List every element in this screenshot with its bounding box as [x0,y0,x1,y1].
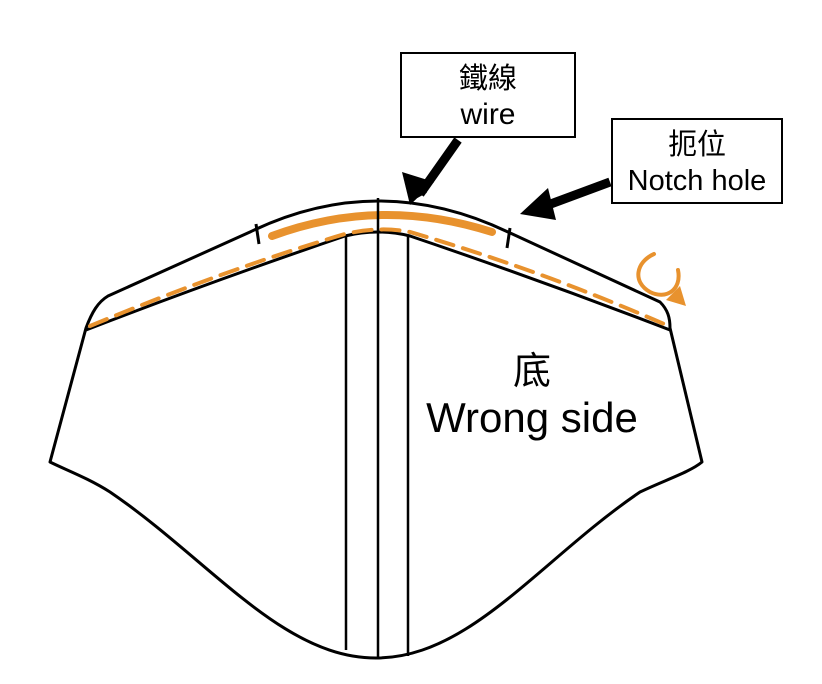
wire-callout: 鐵線 wire [400,52,576,138]
stitch-line [88,227,666,328]
notch-pointer-arrow [546,177,612,210]
wrong-side-label-en: Wrong side [426,394,638,441]
mask-outline [48,199,704,660]
wire-strip [268,211,496,240]
wire-label-cn: 鐵線 [458,61,517,95]
notch-mark-left [254,223,261,245]
wrong-side-label: 底 Wrong side [412,348,652,442]
curved-arrow-icon [636,252,681,297]
curved-arrow-head [666,286,686,306]
wire-pointer-head [402,172,434,205]
wire-label-en: wire [460,98,516,131]
notch-callout: 扼位 Notch hole [611,118,783,204]
notch-label-cn: 扼位 [667,127,726,161]
notch-label-en: Notch hole [627,165,767,197]
notch-pointer-head [520,188,556,220]
notch-mark-right [505,227,512,249]
wrong-side-label-cn: 底 [512,349,551,393]
